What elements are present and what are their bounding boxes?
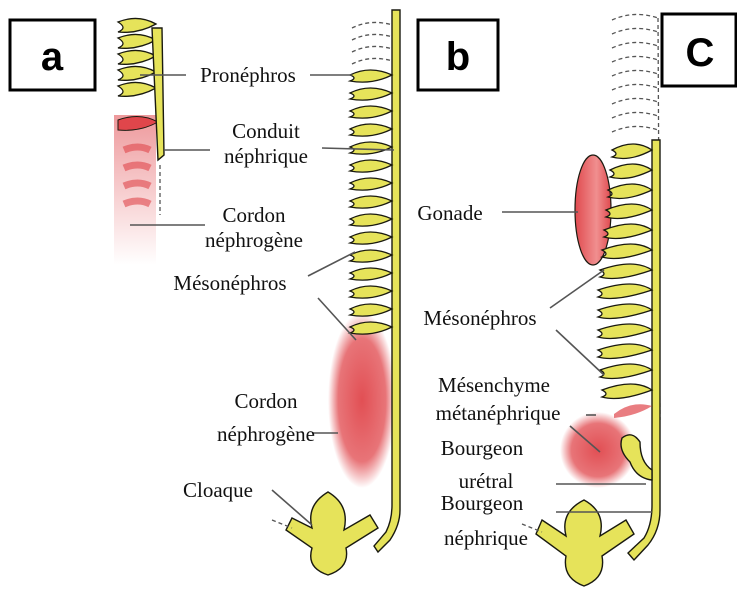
panel-a-letter-box: a: [10, 20, 95, 90]
panel-a-nephrogenic-cord: [114, 115, 156, 265]
label-conduit-2: néphrique: [224, 144, 308, 168]
label-bourgeon-ne-2: néphrique: [444, 526, 528, 550]
label-gonade: Gonade: [417, 201, 482, 225]
label-cloaque: Cloaque: [183, 478, 253, 502]
panel-c-red-tubule: [614, 404, 652, 418]
label-cordon-b-2: néphrogène: [217, 422, 315, 446]
panel-c-cloaca: [536, 500, 634, 586]
label-mesonephros-c: Mésonéphros: [423, 306, 536, 330]
label-bourgeon-ne-1: Bourgeon: [441, 491, 524, 515]
label-pronephros: Pronéphros: [200, 63, 296, 87]
panel-b-letter: b: [446, 35, 470, 79]
label-conduit-1: Conduit: [232, 119, 300, 143]
label-bourgeon-ur-1: Bourgeon: [441, 436, 524, 460]
label-mesonephros-b: Mésonéphros: [173, 271, 286, 295]
label-cordon-b-1: Cordon: [235, 389, 299, 413]
panel-c-letter-box: C: [662, 14, 736, 86]
panel-c-letter: C: [686, 31, 715, 75]
panel-b-degenerated-pronephros: [352, 22, 398, 76]
panel-a-pronephros: [118, 18, 156, 96]
panel-b-cloaca: [286, 492, 378, 575]
panel-b-letter-box: b: [418, 20, 498, 90]
label-mesenchyme-2: métanéphrique: [436, 401, 561, 425]
panel-a-letter: a: [41, 35, 64, 79]
label-cordon-a-1: Cordon: [223, 203, 287, 227]
panel-a: a: [10, 18, 164, 265]
panel-b-nephrogenic-cord: [328, 312, 396, 488]
panel-b-tubules: [350, 70, 392, 334]
panel-c: C: [522, 14, 736, 586]
label-bourgeon-ur-2: urétral: [459, 469, 514, 493]
label-mesenchyme-1: Mésenchyme: [438, 373, 550, 397]
label-cordon-a-2: néphrogène: [205, 228, 303, 252]
